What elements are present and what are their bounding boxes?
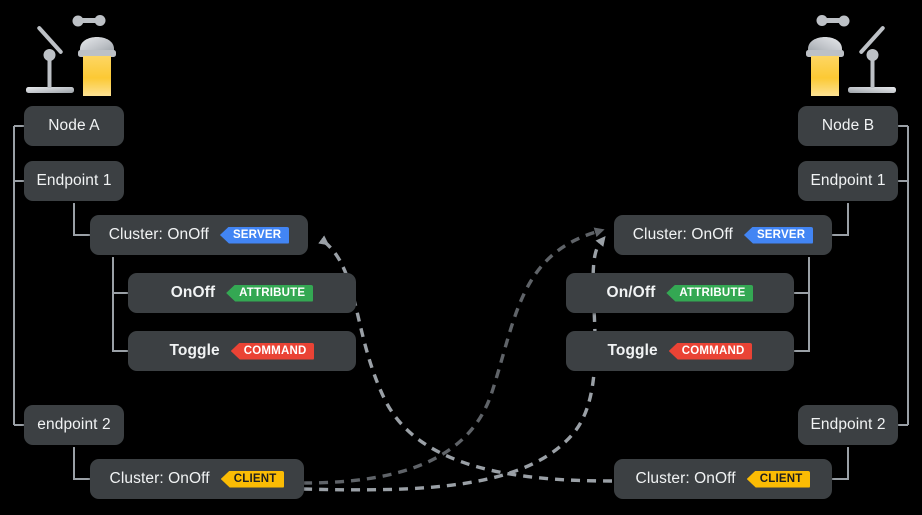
command-badge: COMMAND	[230, 342, 315, 360]
attribute-badge: ATTRIBUTE	[226, 284, 314, 302]
right-cluster-server-label: Cluster: OnOff	[632, 226, 733, 243]
left-cluster-onoff-client-box[interactable]: Cluster: OnOff CLIENT	[90, 459, 304, 499]
node-b-label: Node B	[821, 117, 875, 134]
left-endpoint-1-box[interactable]: Endpoint 1	[24, 161, 124, 201]
client-badge: CLIENT	[220, 470, 285, 488]
right-endpoint-1-box[interactable]: Endpoint 1	[798, 161, 898, 201]
left-endpoint-2-label: endpoint 2	[37, 416, 111, 433]
right-endpoint-1-label: Endpoint 1	[810, 172, 886, 189]
left-endpoint-1-label: Endpoint 1	[36, 172, 112, 189]
right-cluster-onoff-server-box[interactable]: Cluster: OnOff SERVER	[614, 215, 832, 255]
attribute-badge: ATTRIBUTE	[666, 284, 754, 302]
right-cluster-onoff-client-box[interactable]: Cluster: OnOff CLIENT	[614, 459, 832, 499]
server-badge: SERVER	[219, 226, 290, 244]
right-command-label: Toggle	[607, 342, 658, 359]
right-endpoint-2-box[interactable]: Endpoint 2	[798, 405, 898, 445]
left-attribute-label: OnOff	[170, 284, 216, 301]
node-b-box[interactable]: Node B	[798, 106, 898, 146]
command-badge: COMMAND	[668, 342, 753, 360]
left-command-label: Toggle	[169, 342, 220, 359]
right-command-toggle-box[interactable]: Toggle COMMAND	[566, 331, 794, 371]
left-cluster-client-label: Cluster: OnOff	[109, 470, 210, 487]
left-cluster-onoff-server-box[interactable]: Cluster: OnOff SERVER	[90, 215, 308, 255]
client-badge: CLIENT	[746, 470, 811, 488]
lamp-icon-right	[806, 15, 896, 96]
left-endpoint-2-box[interactable]: endpoint 2	[24, 405, 124, 445]
server-badge: SERVER	[743, 226, 814, 244]
right-attribute-label: On/Off	[606, 284, 656, 301]
right-cluster-client-label: Cluster: OnOff	[635, 470, 736, 487]
right-attribute-onoff-box[interactable]: On/Off ATTRIBUTE	[566, 273, 794, 313]
node-a-label: Node A	[48, 117, 100, 134]
right-endpoint-2-label: Endpoint 2	[810, 416, 886, 433]
left-attribute-onoff-box[interactable]: OnOff ATTRIBUTE	[128, 273, 356, 313]
node-a-box[interactable]: Node A	[24, 106, 124, 146]
lamp-icon-left	[26, 15, 116, 96]
left-command-toggle-box[interactable]: Toggle COMMAND	[128, 331, 356, 371]
left-cluster-server-label: Cluster: OnOff	[108, 226, 209, 243]
